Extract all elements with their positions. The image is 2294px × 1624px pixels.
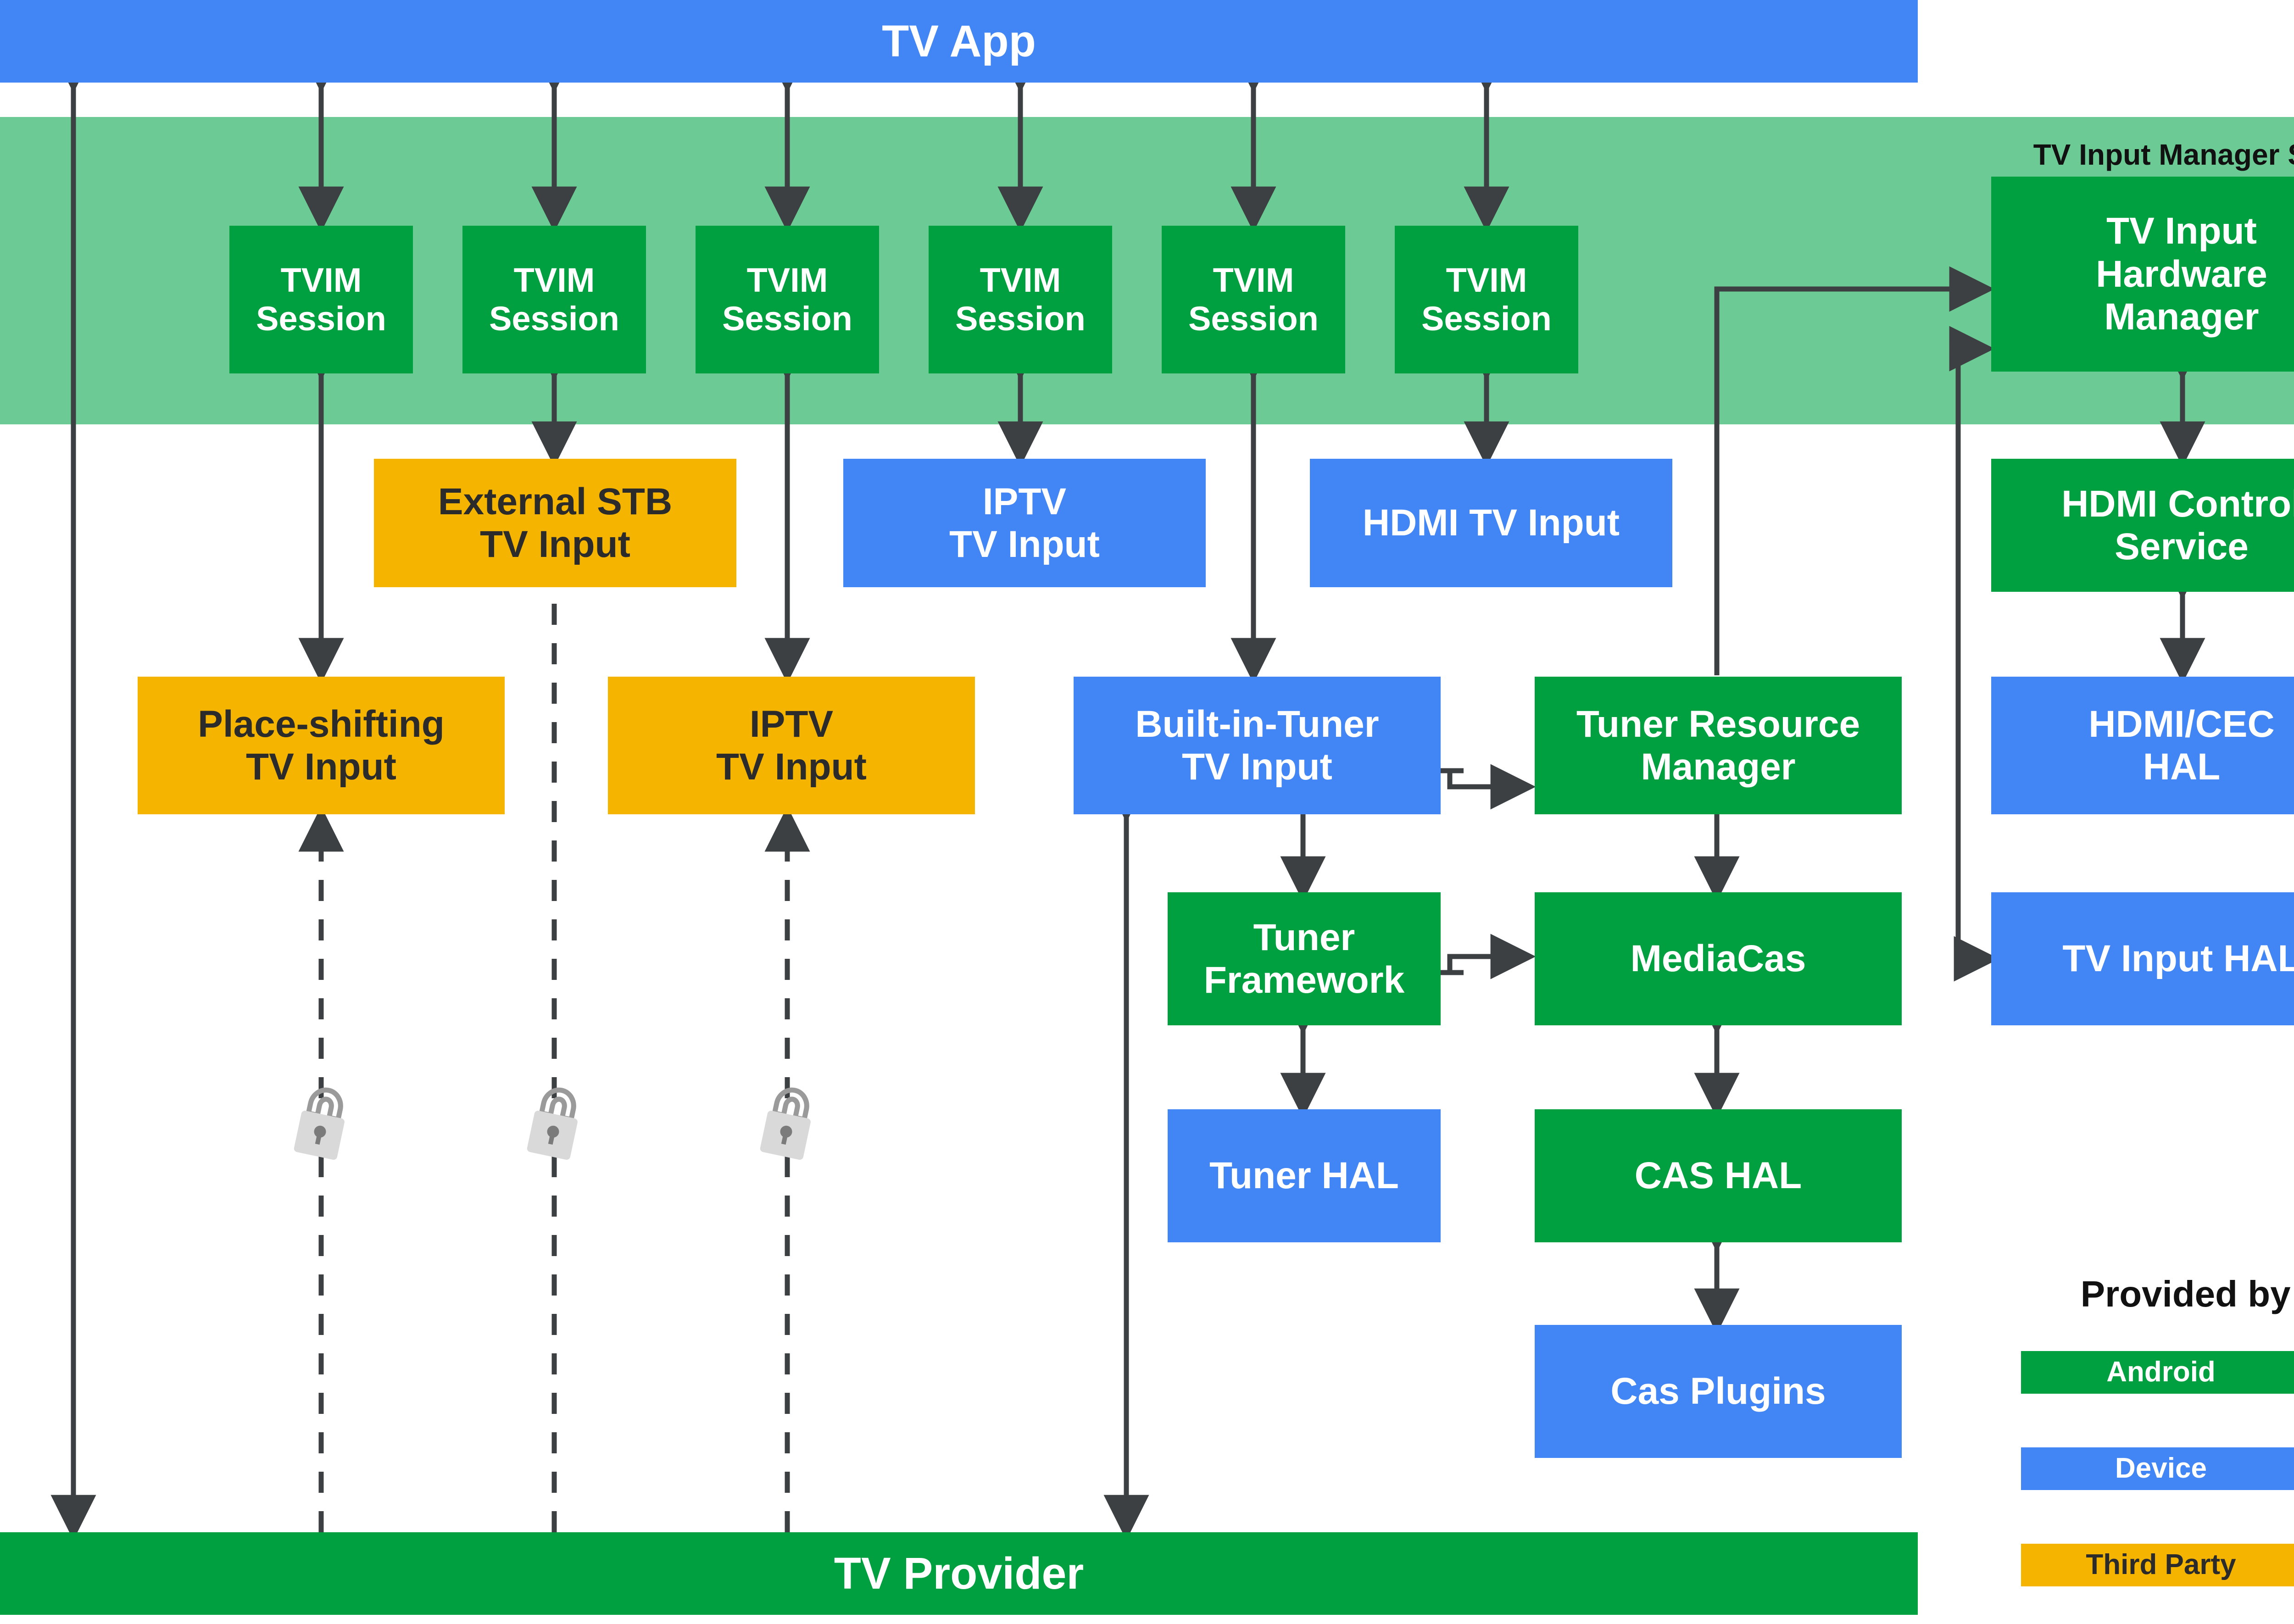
node-cas-hal[interactable]: CAS HAL [1535,1109,1902,1242]
node-tvim-session-1-label: TVIM Session [256,261,386,338]
legend-item-third-party-label: Third Party [2086,1549,2236,1581]
node-built-in-tuner-tv-input[interactable]: Built-in-Tuner TV Input [1074,677,1441,814]
node-place-shifting-tv-input-label: Place-shifting TV Input [198,703,445,788]
legend-item-device: Device [2021,1447,2294,1490]
node-hdmi-cec-hal[interactable]: HDMI/CEC HAL [1991,677,2294,814]
node-external-stb-tv-input[interactable]: External STB TV Input [374,459,736,587]
legend-title: Provided by: [2080,1274,2294,1314]
node-tvim-session-5-label: TVIM Session [1188,261,1319,338]
node-tv-provider[interactable]: TV Provider [0,1532,1918,1615]
node-hdmi-cec-hal-label: HDMI/CEC HAL [2088,703,2275,788]
node-tuner-resource-manager[interactable]: Tuner Resource Manager [1535,677,1902,814]
legend-item-android: Android [2021,1351,2294,1394]
node-mediacas[interactable]: MediaCas [1535,892,1902,1025]
node-tvim-session-3[interactable]: TVIM Session [696,226,879,373]
node-iptv-tv-input-third-party[interactable]: IPTV TV Input [608,677,975,814]
legend-item-third-party: Third Party [2021,1544,2294,1586]
node-tv-provider-label: TV Provider [834,1548,1084,1598]
node-tvim-session-1[interactable]: TVIM Session [229,226,413,373]
node-tuner-hal-label: Tuner HAL [1209,1155,1399,1197]
node-tuner-resource-manager-label: Tuner Resource Manager [1576,703,1860,788]
node-tvim-session-4-label: TVIM Session [955,261,1086,338]
node-hdmi-tv-input-label: HDMI TV Input [1362,502,1620,544]
node-cas-plugins-label: Cas Plugins [1610,1370,1826,1413]
node-tvim-session-6-label: TVIM Session [1421,261,1552,338]
node-tuner-framework-label: Tuner Framework [1203,916,1405,1001]
node-cas-hal-label: CAS HAL [1634,1155,1802,1197]
node-tvim-session-6[interactable]: TVIM Session [1395,226,1578,373]
node-tv-app[interactable]: TV App [0,0,1918,83]
node-mediacas-label: MediaCas [1630,938,1806,980]
node-built-in-tuner-tv-input-label: Built-in-Tuner TV Input [1135,703,1379,788]
node-tvim-session-2-label: TVIM Session [489,261,619,338]
node-iptv-tv-input-device[interactable]: IPTV TV Input [843,459,1206,587]
node-hdmi-control-service[interactable]: HDMI Control Service [1991,459,2294,592]
node-tv-input-hardware-manager[interactable]: TV Input Hardware Manager [1991,177,2294,372]
node-tuner-hal[interactable]: Tuner HAL [1168,1109,1441,1242]
node-external-stb-tv-input-label: External STB TV Input [438,480,673,565]
node-place-shifting-tv-input[interactable]: Place-shifting TV Input [138,677,505,814]
node-tuner-framework[interactable]: Tuner Framework [1168,892,1441,1025]
node-tv-app-label: TV App [882,16,1036,66]
tv-input-manager-service-label: TV Input Manager Service [2033,138,2294,171]
node-tvim-session-3-label: TVIM Session [722,261,852,338]
node-iptv-tv-input-device-label: IPTV TV Input [949,480,1100,565]
node-cas-plugins[interactable]: Cas Plugins [1535,1325,1902,1458]
legend-item-device-label: Device [2115,1452,2207,1485]
node-hdmi-control-service-label: HDMI Control Service [2061,483,2294,567]
node-tv-input-hardware-manager-label: TV Input Hardware Manager [2096,210,2267,338]
node-tvim-session-5[interactable]: TVIM Session [1162,226,1345,373]
node-iptv-tv-input-third-party-label: IPTV TV Input [716,703,867,788]
node-hdmi-tv-input[interactable]: HDMI TV Input [1310,459,1672,587]
node-tvim-session-2[interactable]: TVIM Session [462,226,646,373]
node-tvim-session-4[interactable]: TVIM Session [929,226,1112,373]
legend-item-android-label: Android [2106,1356,2216,1388]
node-tv-input-hal-label: TV Input HAL [2062,938,2294,980]
node-tv-input-hal[interactable]: TV Input HAL [1991,892,2294,1025]
